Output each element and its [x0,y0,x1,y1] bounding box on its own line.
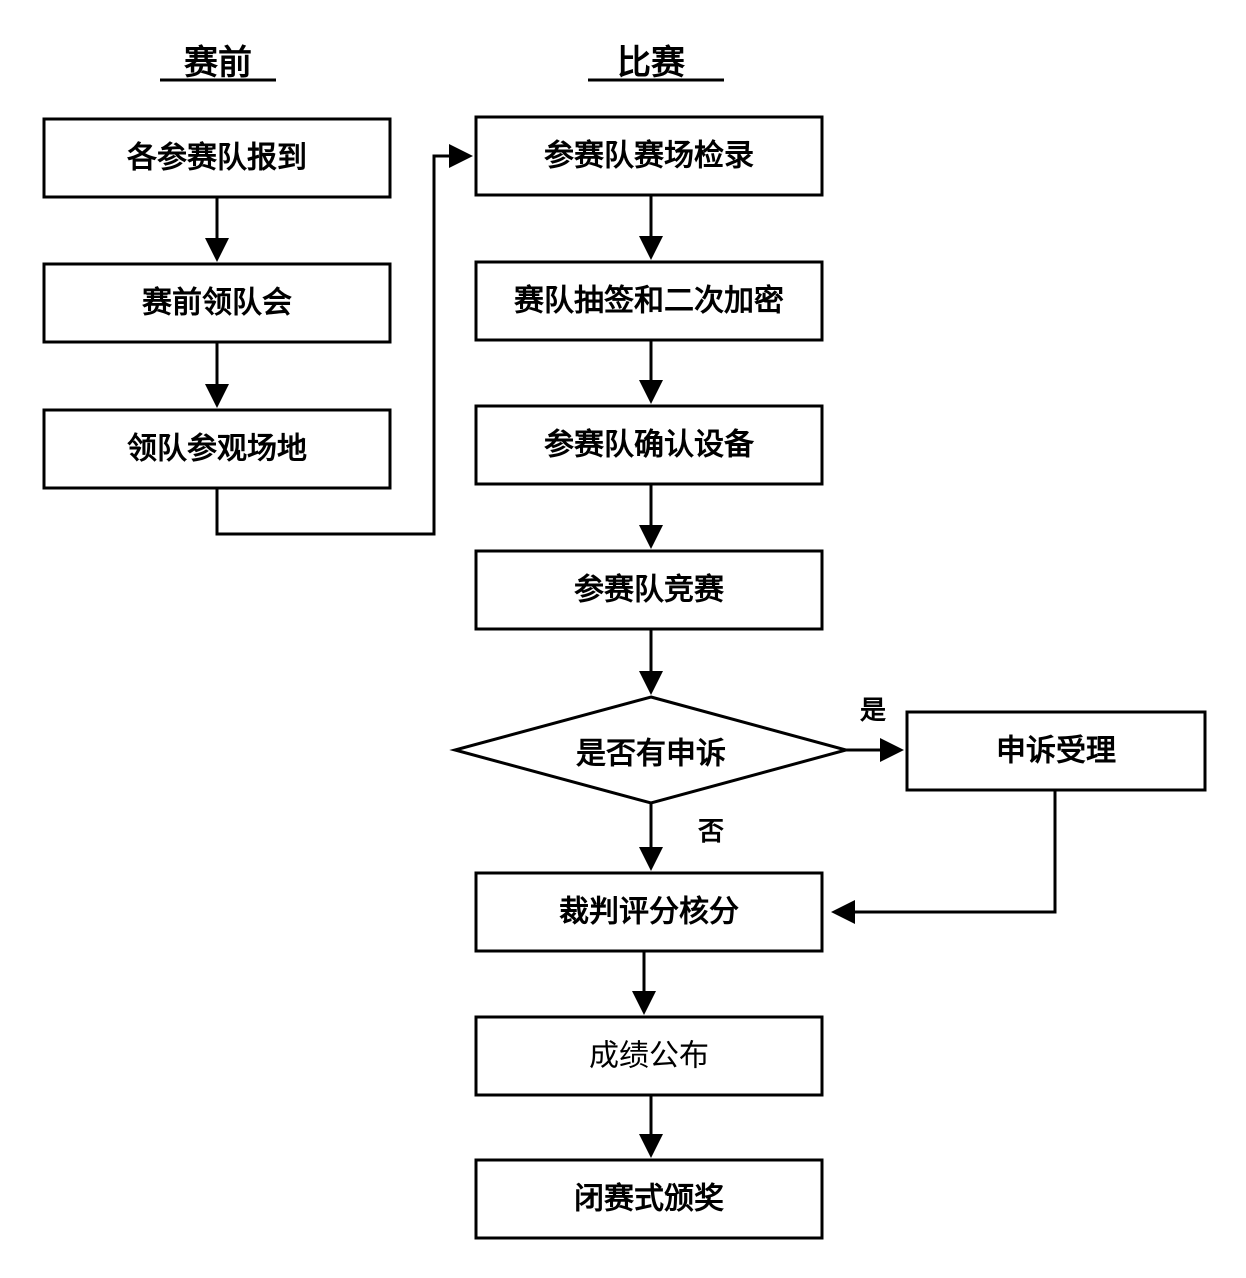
step-draw-encryption-label: 赛队抽签和二次加密 [514,284,784,319]
step-venue-visit: 领队参观场地 [42,408,392,490]
step-compete-label: 参赛队竞赛 [574,573,725,608]
decision-appeal-label: 是否有申诉 [576,737,726,772]
step-scoring: 裁判评分核分 [474,871,824,953]
step-checkin: 各参赛队报到 [42,117,392,199]
heading-pre-match: 赛前 [184,43,252,83]
step-confirm-equipment: 参赛队确认设备 [474,404,824,486]
step-closing-ceremony-label: 闭赛式颁奖 [574,1182,724,1217]
step-scoring-label: 裁判评分核分 [559,895,739,930]
step-checkin-label: 各参赛队报到 [126,141,307,176]
step-draw-encryption: 赛队抽签和二次加密 [474,260,824,342]
step-results: 成绩公布 [474,1015,824,1097]
step-leaders-meeting-label: 赛前领队会 [142,286,292,321]
step-venue-visit-label: 领队参观场地 [127,432,307,467]
arrow-pre-to-match [215,144,473,536]
decision-no-label: 否 [698,817,724,847]
step-confirm-equipment-label: 参赛队确认设备 [544,428,755,463]
arrow-appeal-to-scoring [831,790,1057,924]
heading-match: 比赛 [617,43,686,83]
step-venue-checkin: 参赛队赛场检录 [474,115,824,197]
step-leaders-meeting: 赛前领队会 [42,262,392,344]
step-appeal-handling-label: 申诉受理 [996,734,1116,769]
step-venue-checkin-label: 参赛队赛场检录 [544,139,754,174]
step-results-label: 成绩公布 [589,1039,709,1074]
step-appeal-handling: 申诉受理 [905,710,1207,792]
step-closing-ceremony: 闭赛式颁奖 [474,1158,824,1240]
step-compete: 参赛队竞赛 [474,549,824,631]
decision-appeal: 是否有申诉 [449,695,852,805]
decision-yes-label: 是 [860,696,886,726]
